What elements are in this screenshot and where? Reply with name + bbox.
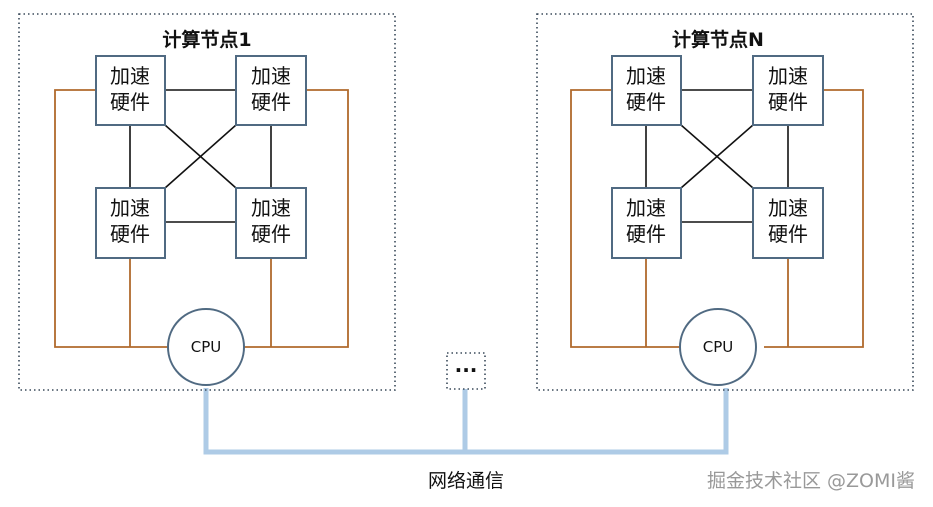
pcie-links xyxy=(570,89,864,348)
pcie-links xyxy=(54,89,349,348)
svg-text:硬件: 硬件 xyxy=(626,90,666,114)
svg-text:硬件: 硬件 xyxy=(251,222,291,246)
svg-text:硬件: 硬件 xyxy=(768,222,808,246)
network-label: 网络通信 xyxy=(428,470,504,492)
compute-node-n: 计算节点N 加速 硬件 加速 硬件 加速 硬件 xyxy=(536,13,914,391)
svg-text:加速: 加速 xyxy=(110,64,150,88)
accelerator-box: 加速 硬件 xyxy=(611,55,682,126)
svg-text:加速: 加速 xyxy=(626,64,666,88)
cpu: CPU xyxy=(167,308,245,386)
svg-text:硬件: 硬件 xyxy=(251,90,291,114)
node-title: 计算节点1 xyxy=(162,28,251,51)
accelerator-box: 加速 硬件 xyxy=(95,187,166,259)
svg-text:硬件: 硬件 xyxy=(110,222,150,246)
cpu: CPU xyxy=(679,308,757,386)
watermark: 掘金技术社区 @ZOMI酱 xyxy=(707,470,915,492)
node-title: 计算节点N xyxy=(672,28,764,51)
accelerator-mesh xyxy=(645,89,789,223)
svg-text:加速: 加速 xyxy=(251,64,291,88)
svg-text:硬件: 硬件 xyxy=(768,90,808,114)
accelerator-box: 加速 硬件 xyxy=(235,187,307,259)
svg-text:加速: 加速 xyxy=(768,196,808,220)
svg-text:加速: 加速 xyxy=(768,64,808,88)
accelerator-box: 加速 硬件 xyxy=(95,55,166,126)
compute-node-1: 计算节点1 加速 硬件 加速 硬件 xyxy=(18,13,396,391)
svg-text:加速: 加速 xyxy=(110,196,150,220)
accelerator-box: 加速 硬件 xyxy=(752,187,824,259)
accelerator-box: 加速 硬件 xyxy=(752,55,824,126)
svg-text:CPU: CPU xyxy=(191,338,222,356)
svg-text:···: ··· xyxy=(455,358,478,382)
svg-text:加速: 加速 xyxy=(251,196,291,220)
accelerator-box: 加速 硬件 xyxy=(611,187,682,259)
accelerator-mesh xyxy=(129,89,272,223)
svg-text:硬件: 硬件 xyxy=(626,222,666,246)
svg-text:硬件: 硬件 xyxy=(110,90,150,114)
node-border xyxy=(18,13,396,391)
svg-text:加速: 加速 xyxy=(626,196,666,220)
accelerator-box: 加速 硬件 xyxy=(235,55,307,126)
more-nodes-ellipsis: ··· xyxy=(446,352,486,390)
svg-text:CPU: CPU xyxy=(703,338,734,356)
node-border xyxy=(536,13,914,391)
